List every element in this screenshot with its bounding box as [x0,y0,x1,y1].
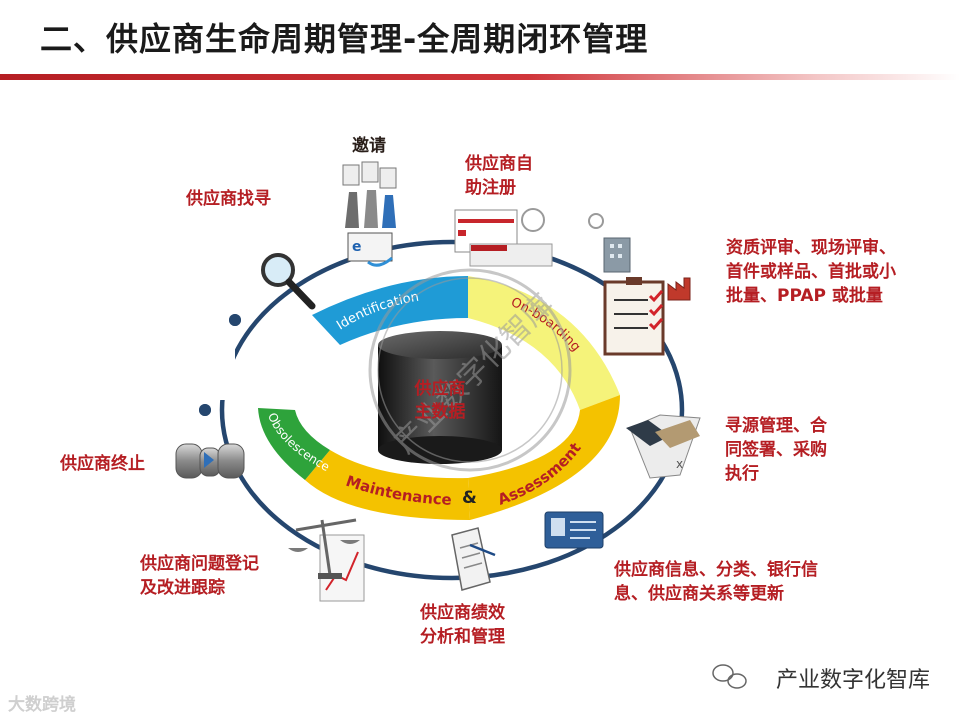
qualification-checklist-icon [603,237,691,356]
arc-label-amp: & [462,488,477,508]
label-self-register: 供应商自 助注册 [465,154,533,198]
master-data-label: 供应商 主数据 [414,379,466,422]
decor-circle [588,213,604,229]
arc-maintenance [305,450,470,520]
watermark-bottom-left: 大数跨境 [8,695,76,715]
wechat-icon [712,664,747,689]
magnifier-icon [261,253,316,310]
arc-onboarding [468,276,620,410]
label-qualification: 资质评审、现场评审、 首件或样品、首批或小 批量、PPAP 或批量 [726,238,896,306]
label-invite: 邀请 [352,136,386,156]
decor-circle [521,208,545,232]
database-cylinder-icon [378,331,502,464]
arc-assessment [468,395,620,520]
page-title: 二、供应商生命周期管理-全周期闭环管理 [40,20,649,58]
arc-obsolescence [258,408,330,480]
label-find: 供应商找寻 [186,189,271,209]
label-terminate: 供应商终止 [60,454,145,474]
handshake-icon: x [626,414,701,479]
barrels-icon [175,443,245,479]
svg-text:x: x [676,457,683,471]
invite-people-icon: e [342,161,397,267]
ring-dot-start [229,314,241,326]
label-info-update: 供应商信息、分类、银行信 息、供应商关系等更新 [614,560,818,604]
svg-text:e: e [352,239,362,255]
ring-dot-end [199,404,211,416]
label-issues: 供应商问题登记 及改进跟踪 [140,554,259,598]
scales-chart-icon [288,518,365,602]
watermark-bottom-right: 产业数字化智库 [775,668,930,693]
label-performance: 供应商绩效 分析和管理 [420,603,505,647]
id-card-icon [544,511,604,549]
lifecycle-ring [219,239,685,581]
registration-form-icon [454,209,553,267]
document-icon [451,527,496,591]
title-divider [0,74,960,80]
label-sourcing: 寻源管理、合 同签署、采购 执行 [725,416,827,484]
ring-gap [195,330,235,400]
